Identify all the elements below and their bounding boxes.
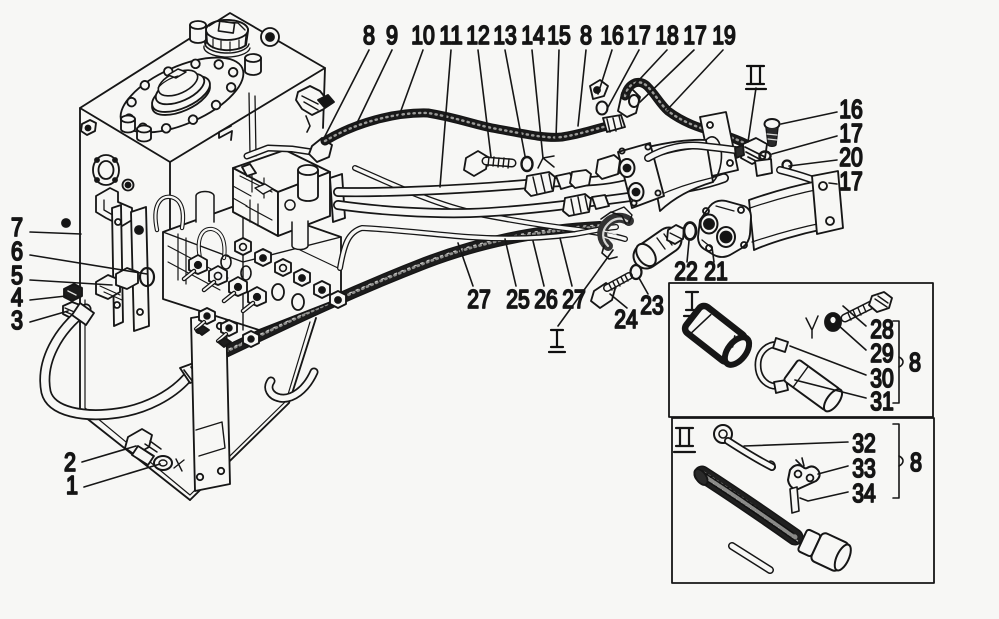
svg-text:27: 27 <box>467 284 491 314</box>
svg-text:14: 14 <box>521 20 545 50</box>
svg-text:8: 8 <box>910 447 922 477</box>
svg-text:32: 32 <box>852 428 876 458</box>
svg-text:5: 5 <box>11 260 23 290</box>
svg-text:4: 4 <box>11 282 23 312</box>
svg-text:12: 12 <box>466 20 490 50</box>
svg-text:30: 30 <box>870 363 894 393</box>
svg-text:34: 34 <box>852 478 876 508</box>
svg-text:17: 17 <box>839 118 863 148</box>
svg-text:16: 16 <box>839 94 863 124</box>
svg-text:28: 28 <box>870 314 894 344</box>
svg-text:8: 8 <box>909 347 921 377</box>
svg-text:24: 24 <box>614 304 638 334</box>
svg-text:20: 20 <box>839 142 863 172</box>
svg-text:15: 15 <box>547 20 571 50</box>
svg-text:9: 9 <box>386 20 398 50</box>
svg-text:21: 21 <box>704 256 728 286</box>
svg-text:13: 13 <box>493 20 517 50</box>
svg-text:2: 2 <box>64 447 76 477</box>
svg-text:27: 27 <box>562 284 586 314</box>
svg-text:16: 16 <box>600 20 624 50</box>
svg-text:17: 17 <box>839 166 863 196</box>
svg-text:11: 11 <box>439 20 463 50</box>
svg-text:22: 22 <box>674 256 698 286</box>
svg-text:19: 19 <box>712 20 736 50</box>
svg-text:33: 33 <box>852 453 876 483</box>
svg-text:10: 10 <box>411 20 435 50</box>
svg-text:1: 1 <box>66 470 78 500</box>
svg-text:29: 29 <box>870 338 894 368</box>
svg-text:6: 6 <box>11 236 23 266</box>
svg-text:8: 8 <box>363 20 375 50</box>
svg-text:25: 25 <box>506 284 530 314</box>
svg-text:18: 18 <box>655 20 679 50</box>
svg-text:3: 3 <box>11 305 23 335</box>
svg-text:23: 23 <box>640 290 664 320</box>
svg-text:26: 26 <box>534 284 558 314</box>
svg-text:17: 17 <box>627 20 651 50</box>
svg-text:31: 31 <box>870 386 894 416</box>
svg-text:17: 17 <box>683 20 707 50</box>
svg-text:8: 8 <box>580 20 592 50</box>
svg-text:7: 7 <box>11 212 23 242</box>
